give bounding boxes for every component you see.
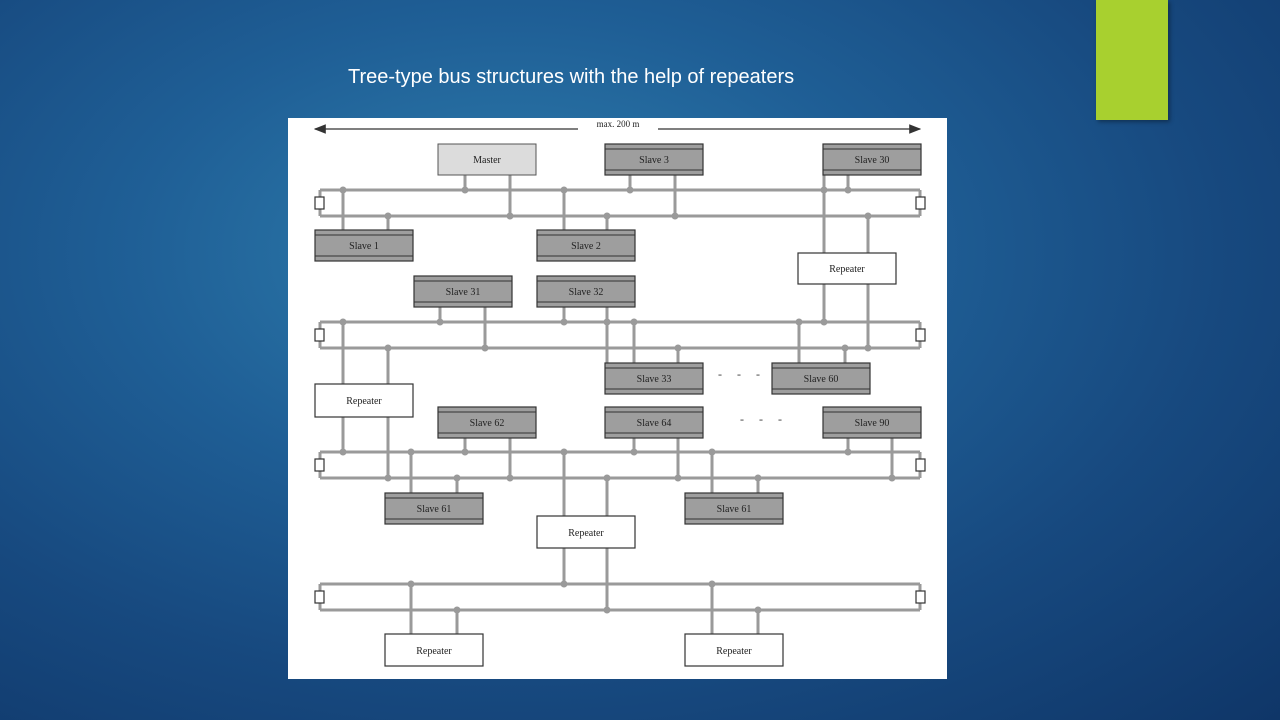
- node-slave-61: Slave 61: [684, 492, 784, 525]
- svg-text:Repeater: Repeater: [416, 646, 452, 657]
- ellipsis: - - -: [718, 367, 766, 381]
- dimension-label: max. 200 m: [597, 119, 640, 129]
- svg-text:Slave 32: Slave 32: [569, 287, 604, 298]
- svg-text:Slave 33: Slave 33: [637, 374, 672, 385]
- svg-text:Repeater: Repeater: [568, 528, 604, 539]
- terminator-resistor: [314, 458, 325, 472]
- terminator-resistor: [915, 458, 926, 472]
- terminator-resistor: [314, 590, 325, 604]
- node-slave-33: Slave 33: [604, 362, 704, 395]
- terminator-resistor: [915, 196, 926, 210]
- node-slave-60: Slave 60: [771, 362, 871, 395]
- node-repeater-2: Repeater: [314, 383, 414, 418]
- svg-text:Slave 60: Slave 60: [804, 374, 839, 385]
- node-slave-90: Slave 90: [822, 406, 922, 439]
- node-slave-31: Slave 31: [413, 275, 513, 308]
- terminator-resistor: [915, 590, 926, 604]
- bus-segment-2: [318, 320, 922, 350]
- slide-title: Tree-type bus structures with the help o…: [348, 66, 795, 88]
- bus-segment-4: [318, 582, 922, 612]
- terminator-resistor: [915, 328, 926, 342]
- node-slave-3: Slave 3: [604, 143, 704, 176]
- bus-segment-3: [318, 450, 922, 480]
- node-slave-61: Slave 61: [384, 492, 484, 525]
- node-slave-30: Slave 30: [822, 143, 922, 176]
- bus-segment-1: [318, 188, 922, 218]
- svg-text:Slave 2: Slave 2: [571, 241, 601, 252]
- node-slave-64: Slave 64: [604, 406, 704, 439]
- node-repeater-1: Repeater: [797, 252, 897, 285]
- svg-text:Slave 1: Slave 1: [349, 241, 379, 252]
- dimension-arrow: max. 200 m: [313, 119, 922, 135]
- svg-text:Slave 30: Slave 30: [855, 155, 890, 166]
- node-repeater-5: Repeater: [684, 633, 784, 667]
- node-master: Master: [437, 143, 537, 176]
- svg-text:Slave 61: Slave 61: [417, 504, 452, 515]
- svg-text:Slave 64: Slave 64: [637, 418, 672, 429]
- node-repeater-3: Repeater: [536, 515, 636, 549]
- terminator-resistor: [314, 196, 325, 210]
- ellipsis: - - -: [740, 412, 788, 426]
- node-slave-1: Slave 1: [314, 229, 414, 262]
- svg-text:Repeater: Repeater: [829, 264, 865, 275]
- node-slave-62: Slave 62: [437, 406, 537, 439]
- accent-bar: [1096, 0, 1168, 120]
- svg-text:Slave 31: Slave 31: [446, 287, 481, 298]
- svg-text:Slave 62: Slave 62: [470, 418, 505, 429]
- node-slave-32: Slave 32: [536, 275, 636, 308]
- node-repeater-4: Repeater: [384, 633, 484, 667]
- svg-text:Repeater: Repeater: [716, 646, 752, 657]
- terminator-resistor: [314, 328, 325, 342]
- svg-text:Master: Master: [473, 155, 501, 166]
- node-slave-2: Slave 2: [536, 229, 636, 262]
- svg-text:Slave 90: Slave 90: [855, 418, 890, 429]
- svg-text:Slave 61: Slave 61: [717, 504, 752, 515]
- svg-text:Slave 3: Slave 3: [639, 155, 669, 166]
- svg-text:Repeater: Repeater: [346, 396, 382, 407]
- bus-diagram: max. 200 m: [288, 118, 947, 679]
